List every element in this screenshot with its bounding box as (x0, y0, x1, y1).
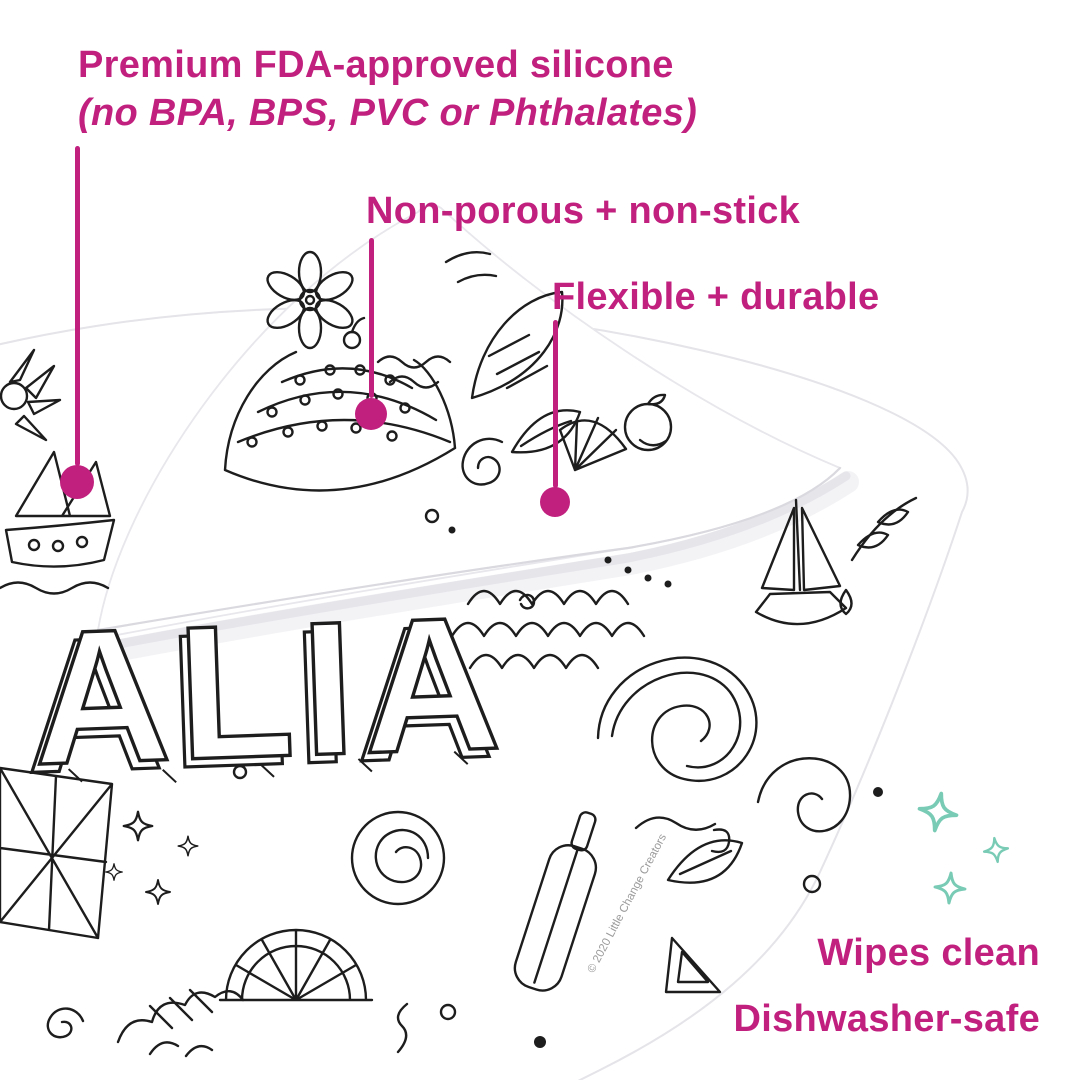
shell-doodle (558, 416, 628, 472)
callout-line-premium (75, 146, 80, 466)
ring-doodle-2 (439, 1003, 457, 1021)
cloud-bumps-doodle (116, 990, 245, 1058)
sun-doodle (0, 348, 62, 442)
label-wipes-clean: Wipes clean (817, 932, 1040, 974)
mat-word-shadow: ALIA (21, 585, 503, 813)
hatch-doodle (148, 988, 214, 1030)
callouts (60, 146, 570, 517)
ring-doodle-3 (232, 764, 248, 780)
sprig-doodle (850, 496, 918, 562)
wave-lines-doodle (376, 355, 452, 389)
fan-doodle (218, 928, 374, 1002)
mat-word-outline: ALIA (29, 577, 511, 805)
dot-trail (604, 556, 672, 588)
callout-dot-premium (60, 465, 94, 499)
ring-doodle (802, 874, 822, 894)
cake-doodle (223, 316, 457, 492)
callout-dot-nonporous (355, 398, 387, 430)
spiral-bl-doodle (46, 1007, 85, 1039)
leaf-doodle (510, 409, 582, 454)
sparkle-icon-large (917, 791, 959, 833)
droplet-doodle (839, 588, 853, 616)
callout-line-flexible (553, 320, 558, 488)
curl-doodle (634, 816, 731, 854)
doodle-line-art (0, 250, 918, 1058)
round-shell-doodle (350, 810, 446, 906)
fruit-doodle (623, 393, 673, 452)
fold-shadow (99, 471, 859, 663)
big-swirl-doodle (596, 656, 758, 782)
fold-crease-edge (96, 466, 842, 632)
doodle-arcs (444, 251, 498, 284)
fold-shadow-inner (103, 471, 851, 651)
label-premium-sub: (no BPA, BPS, PVC or Phthalates) (78, 92, 698, 134)
scale-waves-doodle (450, 589, 646, 670)
flower-doodle (266, 250, 354, 350)
cricket-bat-doodle (513, 811, 598, 992)
sparkle-icons (917, 791, 1010, 905)
spiral-doodle (461, 437, 504, 486)
sailboat-doodle (754, 498, 848, 626)
label-premium-title: Premium FDA-approved silicone (78, 44, 674, 86)
pennant-doodle (664, 936, 722, 994)
pod-doodle (470, 290, 564, 400)
sparkle-icon-medium (933, 871, 967, 905)
label-non-porous: Non-porous + non-stick (366, 190, 801, 232)
callout-dot-flexible (540, 487, 570, 517)
water-waves-doodle (0, 581, 110, 595)
label-flexible: Flexible + durable (552, 276, 880, 318)
squiggle-doodle (396, 1002, 409, 1054)
star-doodles (105, 810, 199, 905)
label-dishwasher-safe: Dishwasher-safe (733, 998, 1040, 1040)
leaf-right-doodle (666, 839, 744, 884)
big-swirl-inner (610, 671, 742, 769)
callout-line-nonporous (369, 238, 374, 398)
circle-doodle (424, 508, 440, 524)
mat-word: ALIA ALIA (20, 575, 513, 815)
small-swirl-doodle (756, 757, 852, 833)
sparkle-icon-small (982, 836, 1010, 864)
boat-hull-doodle (4, 518, 116, 568)
flag-doodle (0, 766, 114, 940)
